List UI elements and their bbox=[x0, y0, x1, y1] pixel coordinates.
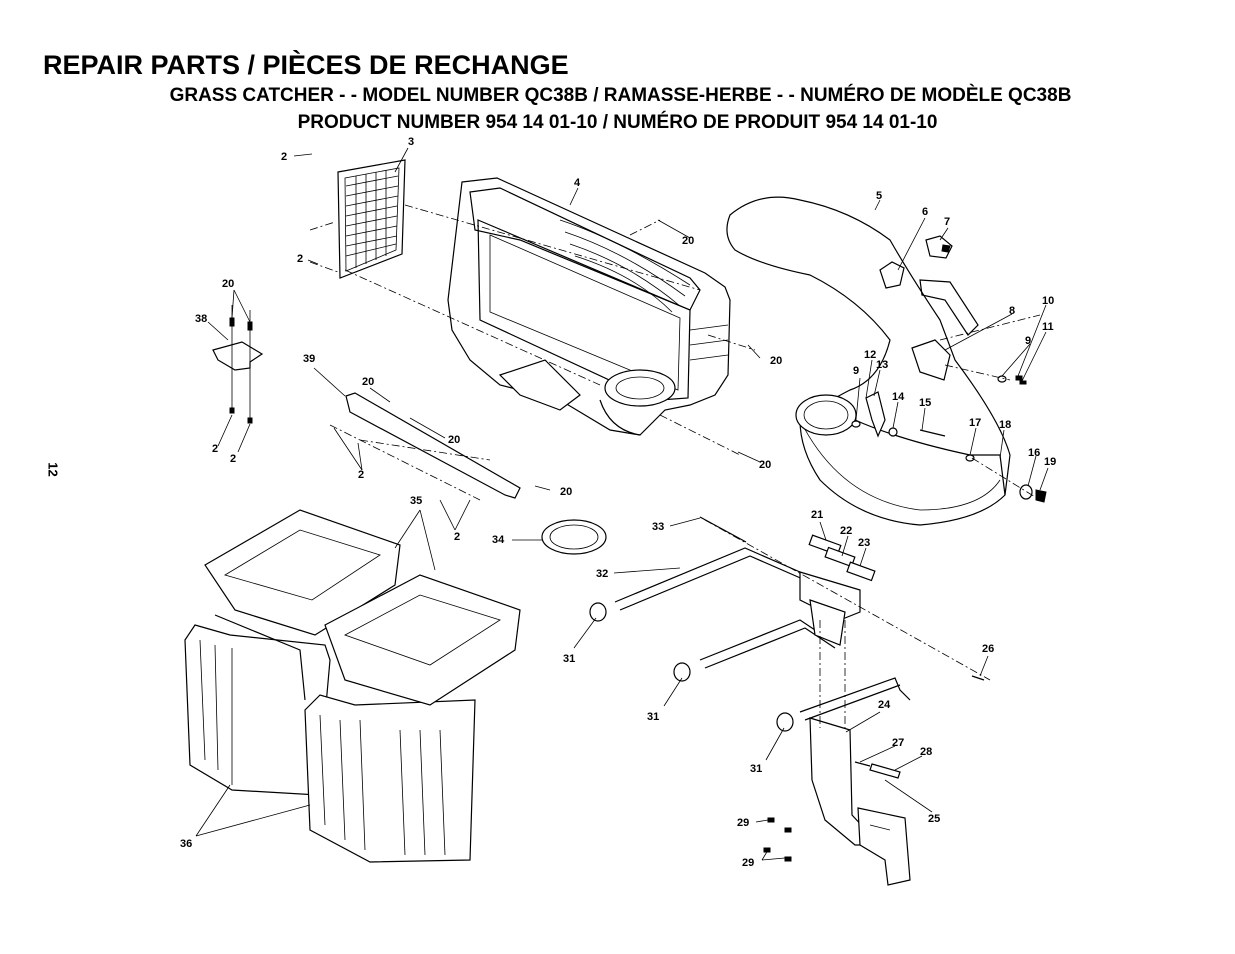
callout-8: 8 bbox=[1009, 305, 1015, 317]
callout-24: 24 bbox=[878, 699, 891, 711]
callout-28: 28 bbox=[920, 746, 932, 758]
callout-2: 2 bbox=[212, 443, 218, 455]
callout-10: 10 bbox=[1042, 295, 1054, 307]
part-screen-grille bbox=[337, 159, 406, 279]
callout-20: 20 bbox=[759, 459, 771, 471]
callout-17: 17 bbox=[969, 417, 981, 429]
callout-4: 4 bbox=[574, 177, 581, 189]
part-latch-assembly bbox=[879, 235, 979, 381]
part-bag-cover bbox=[726, 196, 1011, 526]
callout-2: 2 bbox=[454, 531, 460, 543]
callout-34: 34 bbox=[492, 534, 505, 546]
part-small-hardware bbox=[851, 375, 1047, 503]
callout-19: 19 bbox=[1044, 456, 1056, 468]
callout-9: 9 bbox=[1025, 335, 1031, 347]
part-basket-right bbox=[304, 574, 521, 863]
callout-2: 2 bbox=[297, 253, 303, 265]
part-bolts-29 bbox=[763, 817, 792, 862]
callout-11: 11 bbox=[1042, 321, 1054, 333]
callout-31: 31 bbox=[647, 711, 659, 723]
callout-5: 5 bbox=[876, 190, 882, 202]
callout-12: 12 bbox=[864, 349, 876, 361]
callout-20: 20 bbox=[770, 355, 782, 367]
callout-16: 16 bbox=[1028, 447, 1040, 459]
callout-20: 20 bbox=[448, 434, 460, 446]
callout-29: 29 bbox=[737, 817, 749, 829]
callout-27: 27 bbox=[892, 737, 904, 749]
callout-20: 20 bbox=[222, 278, 234, 290]
part-pin-26 bbox=[971, 675, 985, 681]
callout-7: 7 bbox=[944, 216, 950, 228]
page-title: REPAIR PARTS / PIÈCES DE RECHANGE bbox=[43, 50, 569, 80]
callout-21: 21 bbox=[811, 509, 823, 521]
callout-6: 6 bbox=[922, 206, 928, 218]
callout-31: 31 bbox=[750, 763, 762, 775]
callout-20: 20 bbox=[560, 486, 572, 498]
callout-labels: 2 3 2 4 20 5 6 7 20 38 2 2 39 20 20 2 20… bbox=[180, 136, 1056, 869]
callout-22: 22 bbox=[840, 525, 852, 537]
subtitle-product: PRODUCT NUMBER 954 14 01-10 / NUMÉRO DE … bbox=[297, 112, 938, 133]
callout-2: 2 bbox=[358, 469, 364, 481]
part-mount-bracket bbox=[809, 717, 911, 886]
callout-39: 39 bbox=[303, 353, 315, 365]
callout-20: 20 bbox=[682, 235, 694, 247]
part-bracket-38 bbox=[212, 305, 264, 424]
part-handle-tubes bbox=[614, 547, 911, 721]
callout-25: 25 bbox=[928, 813, 940, 825]
part-basket-left bbox=[184, 509, 401, 796]
callout-29: 29 bbox=[742, 857, 754, 869]
callout-38: 38 bbox=[195, 313, 207, 325]
callout-13: 13 bbox=[876, 359, 888, 371]
callout-26: 26 bbox=[982, 643, 994, 655]
part-clip-28 bbox=[854, 761, 901, 779]
callout-3: 3 bbox=[408, 136, 414, 148]
leader-lines bbox=[195, 147, 1049, 861]
callout-32: 32 bbox=[596, 568, 608, 580]
part-ring-34 bbox=[541, 519, 607, 555]
callout-18: 18 bbox=[999, 419, 1011, 431]
callout-9: 9 bbox=[853, 365, 859, 377]
callout-31: 31 bbox=[563, 653, 575, 665]
part-end-caps bbox=[589, 602, 794, 732]
callout-36: 36 bbox=[180, 838, 192, 850]
part-bar-39 bbox=[345, 392, 521, 499]
part-catcher-housing bbox=[447, 177, 731, 436]
callout-35: 35 bbox=[410, 495, 422, 507]
callout-2: 2 bbox=[230, 453, 236, 465]
part-pins-21-23 bbox=[808, 534, 876, 582]
callout-14: 14 bbox=[892, 391, 905, 403]
callout-20: 20 bbox=[362, 376, 374, 388]
subtitle-model: GRASS CATCHER - - MODEL NUMBER QC38B / R… bbox=[169, 85, 1072, 106]
callout-2: 2 bbox=[281, 151, 287, 163]
alignment-lines bbox=[309, 204, 1041, 730]
callout-33: 33 bbox=[652, 521, 664, 533]
callout-15: 15 bbox=[919, 397, 931, 409]
callout-23: 23 bbox=[858, 537, 870, 549]
